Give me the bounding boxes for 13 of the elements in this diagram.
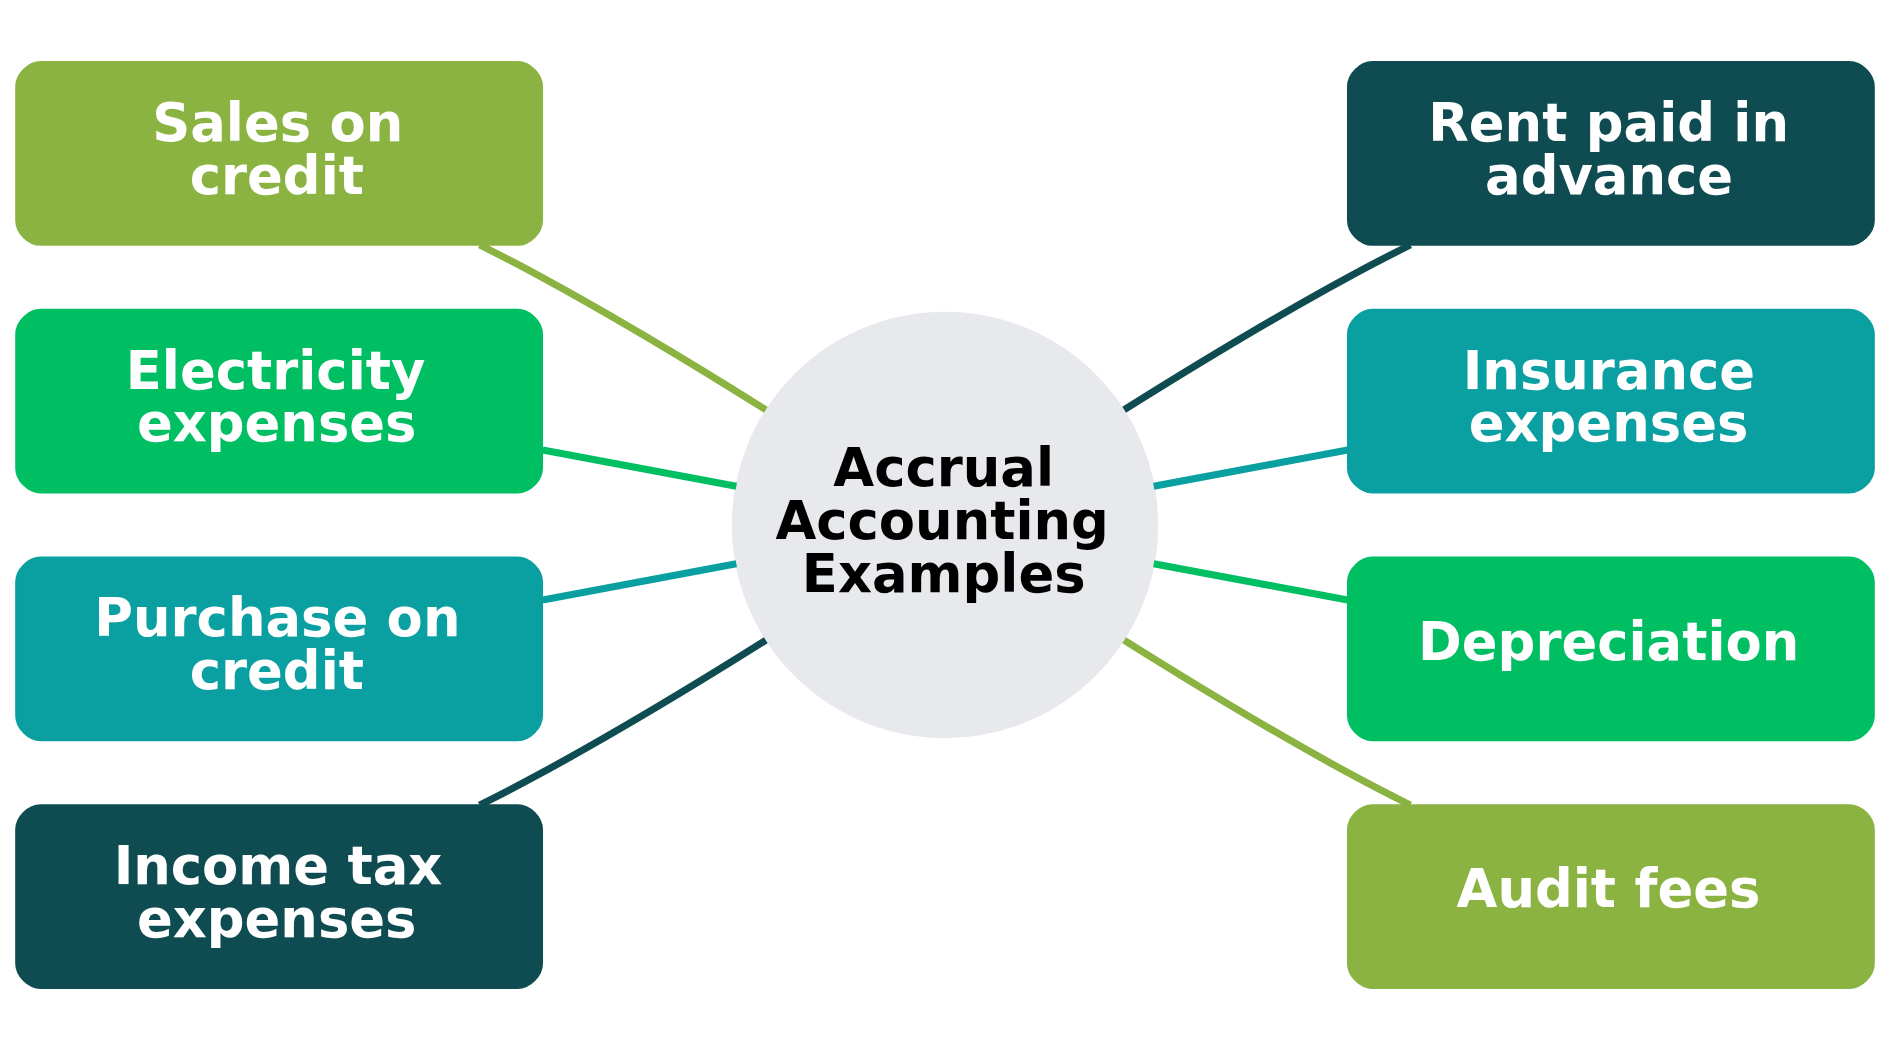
node-box: Sales on credit <box>15 61 544 246</box>
node-box: Depreciation <box>1346 556 1875 742</box>
node-box: Income tax expenses <box>15 804 544 989</box>
connector <box>542 446 737 490</box>
node-box: Rent paid in advance <box>1346 61 1875 246</box>
connector <box>1153 446 1349 490</box>
node-circle: Accrual Accounting Examples <box>731 311 1159 739</box>
node-box: Audit fees <box>1346 804 1875 989</box>
node-box: Purchase on credit <box>15 556 544 742</box>
node-box: Insurance expenses <box>1346 308 1875 494</box>
connector <box>1153 560 1349 604</box>
node-box: Electricity expenses <box>15 308 544 494</box>
connector <box>542 560 737 604</box>
